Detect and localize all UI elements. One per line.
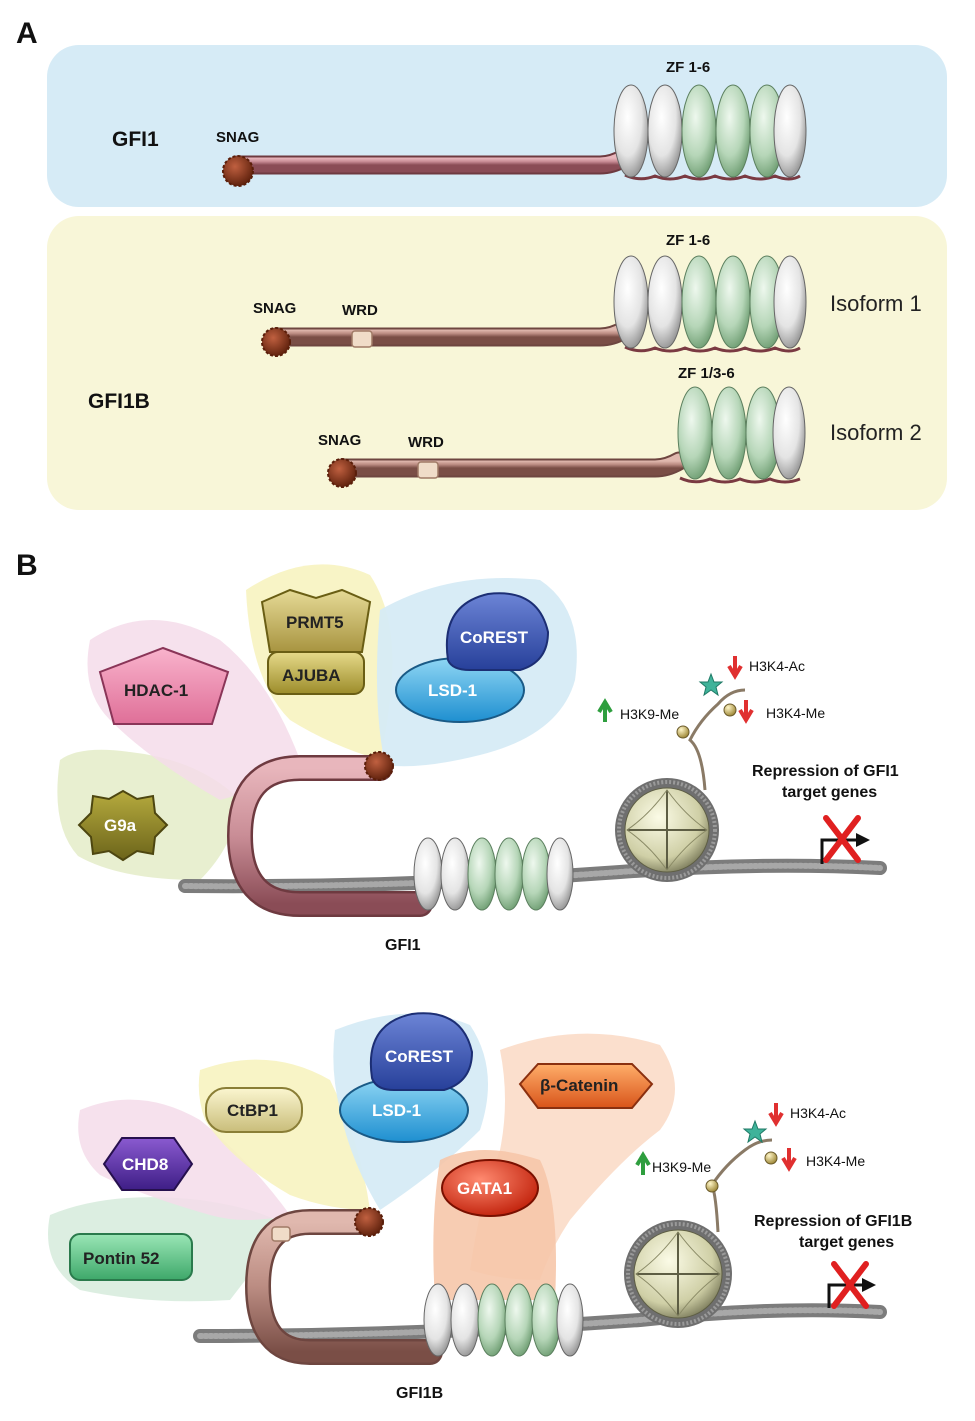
h3k4-ac-down-arrow	[727, 656, 743, 680]
gfi1-repression-x	[823, 815, 861, 863]
gfi1b-name: GFI1B	[88, 390, 150, 413]
gfi1b-corest-cofactor: CoREST	[369, 1012, 474, 1091]
isoform1-snag-domain	[261, 327, 291, 357]
gfi1b-h3k4-me-label: H3K4-Me	[806, 1153, 865, 1169]
gfi1b-repression-x	[831, 1261, 869, 1309]
gfi1-name: GFI1	[112, 128, 159, 151]
gfi1b-h3k4-ac-down-arrow	[768, 1103, 784, 1127]
gfi1-complex-zinc-fingers	[413, 837, 574, 911]
gfi1b-lsd1-label: LSD-1	[372, 1101, 421, 1120]
gfi1-zinc-fingers	[613, 84, 807, 178]
isoform2-wrd-label: WRD	[408, 434, 444, 451]
isoform2-zinc-fingers	[677, 386, 806, 480]
isoform1-zinc-fingers	[613, 255, 807, 349]
isoform1-snag-label: SNAG	[253, 300, 296, 317]
isoform2-snag-label: SNAG	[318, 432, 361, 449]
gfi1b-h3k4-me-down-arrow	[781, 1148, 797, 1172]
gfi1b-acetyl-star	[742, 1119, 768, 1144]
g9a-cofactor: G9a	[77, 789, 169, 862]
gfi1b-repression-line2: target genes	[799, 1234, 894, 1251]
gfi1-nucleosome	[615, 778, 719, 882]
gfi1-h3k4-ac-label: H3K4-Ac	[749, 658, 805, 674]
hdac1-label: HDAC-1	[124, 681, 188, 700]
gfi1-h3k4-me-bead	[723, 703, 737, 717]
panel-a-letter: A	[16, 17, 38, 50]
gfi1-repression-line1: Repression of GFI1	[752, 763, 899, 780]
gfi1-acetyl-star	[698, 672, 724, 697]
gfi1-complex: GFI1 G9a HDAC-1 AJUBA PRMT5 LSD-1 CoREST	[57, 564, 899, 954]
gfi1-h3k9-me-label: H3K9-Me	[620, 706, 679, 722]
ajuba-label: AJUBA	[282, 666, 341, 685]
isoform1-wrd-label: WRD	[342, 302, 378, 319]
beta-catenin-cofactor: β-Catenin	[518, 1063, 654, 1109]
gfi1-zf-label: ZF 1-6	[666, 59, 710, 76]
gfi1-complex-snag	[364, 751, 394, 781]
gfi1b-complex: GFI1B Pontin 52 CHD8 CtBP1 LSD-1 CoREST …	[48, 1012, 912, 1402]
corest-cofactor: CoREST	[445, 592, 550, 671]
gfi1-structure-panel	[47, 45, 947, 207]
isoform2-snag-domain	[327, 458, 357, 488]
panel-b-letter: B	[16, 549, 38, 582]
pontin52-label: Pontin 52	[83, 1249, 160, 1268]
gfi1-snag-label: SNAG	[216, 129, 259, 146]
gfi1b-nucleosome	[624, 1220, 732, 1328]
g9a-label: G9a	[104, 816, 137, 835]
gfi1-repression-line2: target genes	[782, 784, 877, 801]
chd8-cofactor: CHD8	[102, 1137, 194, 1191]
gfi1b-h3k9-me-up-arrow	[635, 1151, 651, 1175]
gfi1b-isoform2-protein	[327, 386, 806, 488]
prmt5-cofactor: PRMT5	[260, 588, 372, 653]
corest-label: CoREST	[460, 628, 529, 647]
gfi1b-complex-zinc-fingers	[423, 1283, 584, 1357]
gfi1b-lsd1-cofactor: LSD-1	[339, 1077, 469, 1143]
lsd1-label: LSD-1	[428, 681, 477, 700]
chd8-label: CHD8	[122, 1155, 168, 1174]
gfi1b-h3k4-ac-label: H3K4-Ac	[790, 1105, 846, 1121]
gfi1b-repression-line1: Repression of GFI1B	[754, 1213, 912, 1230]
lsd1-cofactor: LSD-1	[395, 657, 525, 723]
gata1-cofactor: GATA1	[441, 1159, 539, 1217]
h3k9-me-up-arrow	[597, 698, 613, 722]
isoform2-zf-label: ZF 1/3-6	[678, 365, 735, 382]
ajuba-cofactor: AJUBA	[267, 651, 365, 695]
gfi1b-h3k9-bead	[705, 1179, 719, 1193]
gfi1-histone-tail	[688, 688, 746, 791]
isoform1-label: Isoform 1	[830, 291, 922, 316]
gfi1b-complex-snag	[354, 1207, 384, 1237]
h3k4-me-down-arrow	[738, 700, 754, 724]
gfi1b-complex-wrd	[271, 1226, 291, 1242]
gfi1b-h3k9-me-label: H3K9-Me	[652, 1159, 711, 1175]
isoform1-zf-label: ZF 1-6	[666, 232, 710, 249]
gfi1-complex-label: GFI1	[385, 937, 421, 954]
gfi1-protein	[222, 84, 807, 187]
beta-catenin-label: β-Catenin	[540, 1076, 618, 1095]
gata1-label: GATA1	[457, 1179, 512, 1198]
isoform1-wrd-domain	[351, 330, 373, 348]
gfi1b-complex-label: GFI1B	[396, 1385, 443, 1402]
gfi1b-h3k4-me-bead	[764, 1151, 778, 1165]
ctbp1-cofactor: CtBP1	[205, 1087, 303, 1133]
gfi1b-isoform1-protein	[261, 255, 807, 357]
gfi1-h3k9-bead	[676, 725, 690, 739]
gfi1b-histone-tail	[710, 1138, 773, 1233]
hdac1-cofactor: HDAC-1	[98, 646, 230, 725]
isoform2-label: Isoform 2	[830, 420, 922, 445]
isoform2-wrd-domain	[417, 461, 439, 479]
gfi1-snag-domain	[222, 155, 254, 187]
pontin52-cofactor: Pontin 52	[69, 1233, 193, 1281]
gfi1-h3k4-me-label: H3K4-Me	[766, 705, 825, 721]
ctbp1-label: CtBP1	[227, 1101, 278, 1120]
gfi1b-corest-label: CoREST	[385, 1047, 454, 1066]
prmt5-label: PRMT5	[286, 613, 344, 632]
